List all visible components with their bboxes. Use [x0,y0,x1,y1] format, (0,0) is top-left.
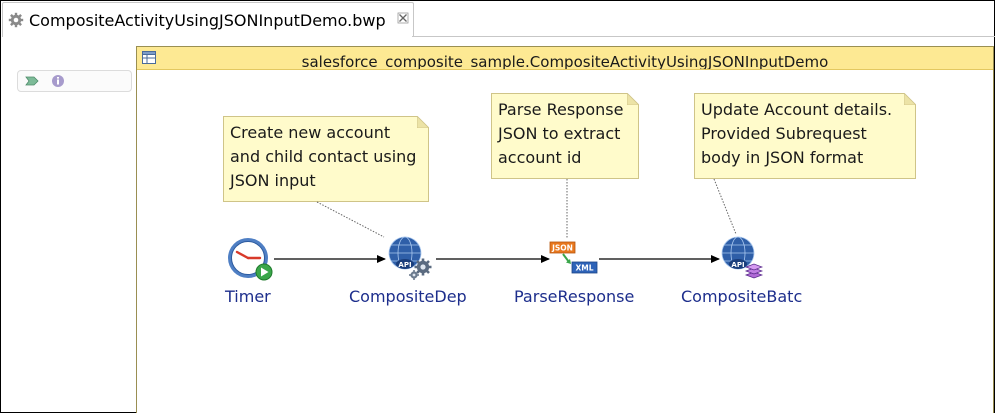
note-line: Provided Subrequest [701,124,867,143]
note-fold-corner [904,93,916,105]
api-stack-icon[interactable]: API [720,235,768,281]
note-link-create [316,201,385,238]
process-header: salesforce_composite_sample.CompositeAct… [137,47,993,70]
table-icon [142,51,156,64]
arrow-tag-icon[interactable] [25,76,39,86]
note-fold-corner [417,116,429,128]
tab-title: CompositeActivityUsingJSONInputDemo.bwp [29,11,386,30]
note-line: Update Account details. [701,100,893,119]
json-to-xml-icon[interactable]: JSON XML [549,241,599,275]
note-line: JSON input [230,171,316,190]
note-line: Parse Response [498,100,624,119]
api-gear-icon[interactable]: API [387,235,437,281]
process-title: salesforce_composite_sample.CompositeAct… [301,53,829,70]
xml-badge-text: XML [575,264,593,273]
note-line: JSON to extract [498,124,621,143]
note-line: account id [498,148,582,167]
svg-text:API: API [398,261,411,269]
note-parse-response[interactable]: Parse Response JSON to extract account i… [491,93,639,179]
gear-icon [8,12,24,28]
json-badge-text: JSON [551,244,573,253]
note-link-update [713,178,737,235]
activity-label-parseresponse[interactable]: ParseResponse [514,287,635,306]
svg-text:API: API [731,261,744,269]
note-line: and child contact using [230,147,417,166]
tab-strip-divider [412,36,995,37]
close-icon[interactable] [397,12,409,24]
note-update-account[interactable]: Update Account details. Provided Subrequ… [694,93,916,179]
note-fold-corner [627,93,639,105]
timer-icon[interactable] [226,236,276,281]
editor-tab[interactable]: CompositeActivityUsingJSONInputDemo.bwp [2,2,414,37]
note-line: Create new account [230,123,391,142]
activity-label-compositebatc[interactable]: CompositeBatc [681,287,803,306]
activity-label-timer[interactable]: Timer [225,287,271,306]
note-create-account[interactable]: Create new account and child contact usi… [223,116,429,202]
note-line: body in JSON format [701,148,864,167]
activity-label-compositedep[interactable]: CompositeDep [349,287,467,306]
info-icon[interactable] [51,74,65,88]
palette-toolbar [17,70,132,92]
